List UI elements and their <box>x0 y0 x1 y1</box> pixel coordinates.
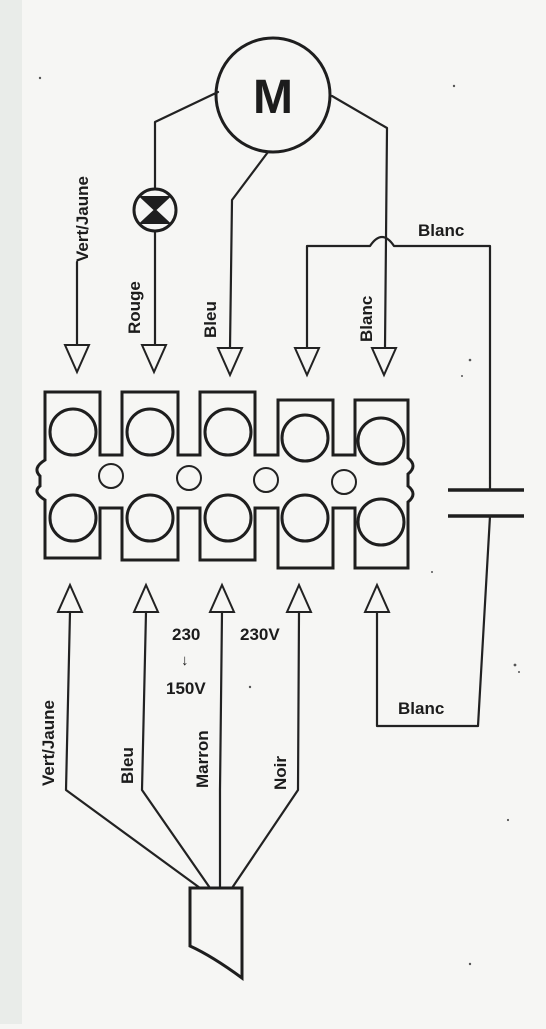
label-top-bleu: Bleu <box>201 301 220 338</box>
arrow-top-4 <box>293 347 321 378</box>
terminal-screw-top-5 <box>356 416 406 466</box>
terminal-screw-bottom-5 <box>356 497 406 547</box>
wire-noir-bottom <box>230 610 301 890</box>
indicator-lamp-icon <box>132 187 178 233</box>
label-230v: 230V <box>240 625 280 644</box>
label-bottom-noir: Noir <box>271 756 290 790</box>
label-150v: 150V <box>166 679 206 698</box>
label-bottom-bleu: Bleu <box>118 747 137 784</box>
arrow-top-1 <box>63 344 91 375</box>
paper-edge <box>0 0 22 1024</box>
label-top-vertjaune: Vert/Jaune <box>73 176 92 262</box>
terminal-hole-4 <box>331 469 357 495</box>
terminal-screw-bottom-3 <box>203 493 253 543</box>
wire-vertjaune-bottom <box>64 610 202 890</box>
power-cable <box>188 886 244 981</box>
motor-symbol: M <box>253 71 293 124</box>
label-voltage-arrow: ↓ <box>181 652 189 669</box>
arrow-bottom-1 <box>56 582 84 613</box>
terminal-screw-top-1 <box>48 407 98 457</box>
terminal-hole-3 <box>253 467 279 493</box>
label-bottom-vertjaune: Vert/Jaune <box>39 700 58 786</box>
label-230: 230 <box>172 625 200 644</box>
terminal-hole-1 <box>98 463 124 489</box>
top-arrows <box>63 344 398 378</box>
terminal-hole-2 <box>176 465 202 491</box>
motor: M <box>214 36 332 154</box>
terminal-screw-top-4 <box>280 413 330 463</box>
arrow-top-5 <box>370 347 398 378</box>
motor-circle <box>214 36 332 154</box>
arrow-top-3 <box>216 347 244 378</box>
wire-motor-rouge-upper <box>153 90 220 190</box>
terminal-screw-top-2 <box>125 407 175 457</box>
terminal-block <box>35 390 415 570</box>
arrow-bottom-2 <box>132 582 160 613</box>
paper-specks <box>38 76 520 966</box>
terminal-block-outline <box>35 390 415 570</box>
wire-marron-bottom <box>218 610 224 890</box>
label-bottom-marron: Marron <box>193 730 212 788</box>
arrow-bottom-3 <box>208 582 236 613</box>
label-top-blanc: Blanc <box>357 296 376 342</box>
label-blanc-upper: Blanc <box>418 221 464 240</box>
wire-bleu-bottom <box>140 610 212 890</box>
bottom-arrows <box>56 582 391 613</box>
terminal-screw-bottom-1 <box>48 493 98 543</box>
terminal-screw-bottom-4 <box>280 493 330 543</box>
arrow-bottom-4 <box>285 582 313 613</box>
wire-blanc-upper-loop <box>305 235 492 480</box>
wire-motor-blanc <box>330 94 389 350</box>
terminal-screw-top-3 <box>203 407 253 457</box>
wire-blanc-lower-loop <box>375 514 492 728</box>
label-blanc-lower: Blanc <box>398 699 444 718</box>
label-top-rouge: Rouge <box>125 281 144 334</box>
capacitor-icon <box>448 476 524 518</box>
arrow-bottom-5 <box>363 582 391 613</box>
wire-motor-bleu <box>228 150 270 350</box>
arrow-top-2 <box>140 344 168 375</box>
terminal-screw-bottom-2 <box>125 493 175 543</box>
